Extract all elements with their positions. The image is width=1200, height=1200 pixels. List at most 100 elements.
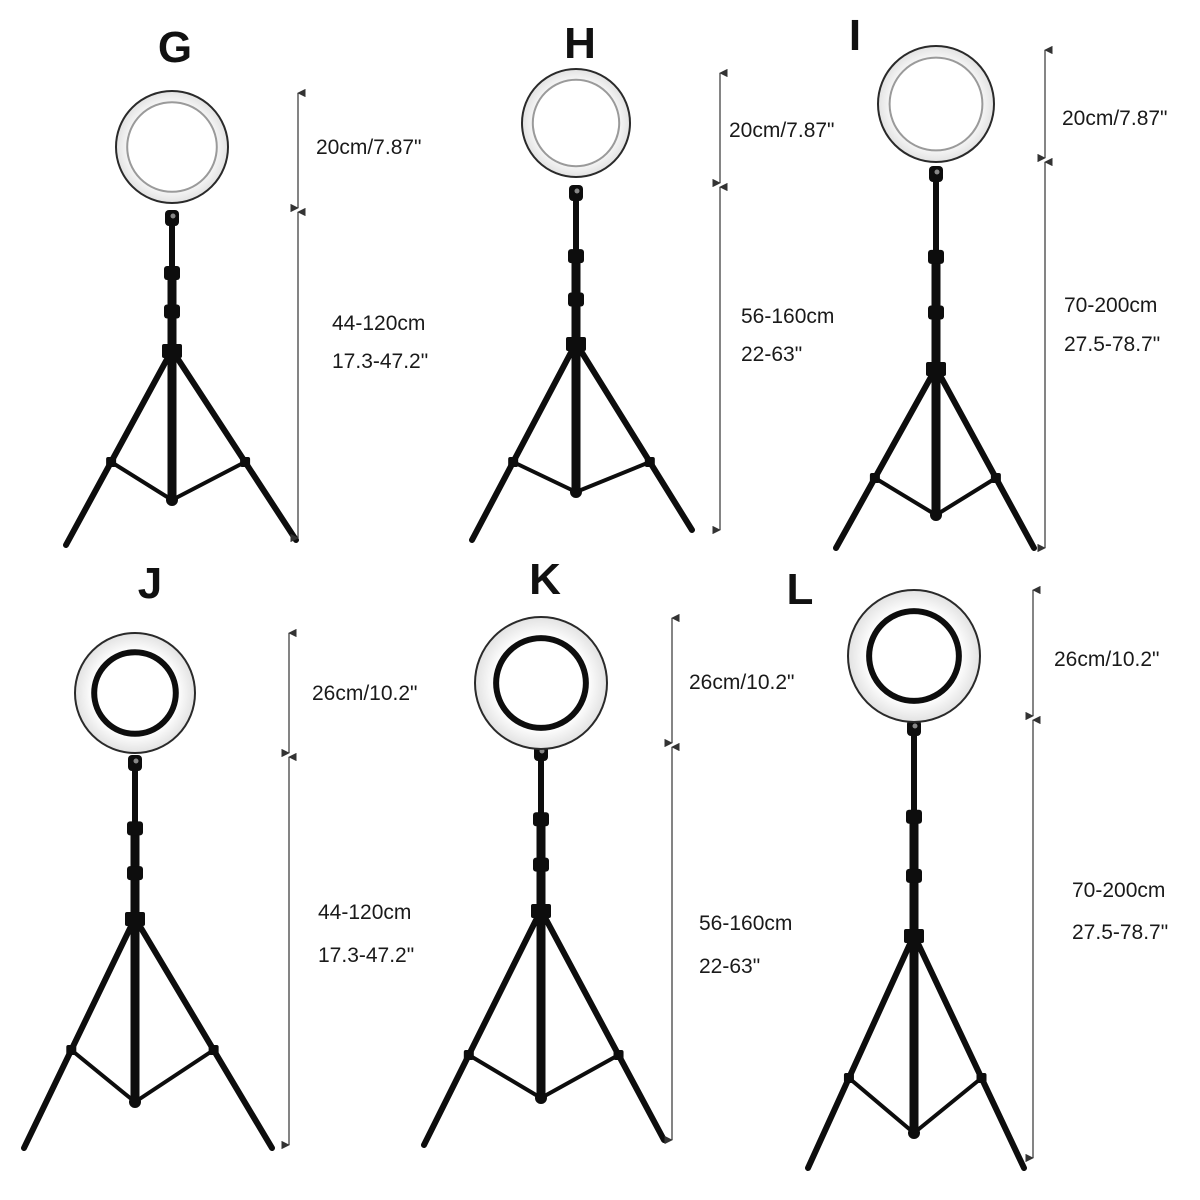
ball-head-screw [170, 213, 176, 219]
locking-knob [928, 305, 944, 320]
tripod-leg [933, 365, 1037, 551]
ring-light-stand [469, 68, 695, 543]
tripod-brace [872, 476, 938, 517]
brace-joint [240, 457, 251, 467]
tripod-collar [566, 337, 586, 351]
variant-label: I [849, 11, 861, 60]
height-label-cm: 44-120cm [332, 312, 425, 335]
brace-joint [990, 473, 1001, 483]
height-label-cm: 70-200cm [1072, 879, 1165, 902]
tripod-brace [934, 476, 998, 517]
tripod-leg [573, 340, 695, 533]
locking-knob [127, 821, 143, 836]
ring-light [115, 90, 229, 204]
tripod-leg [911, 932, 1027, 1171]
ball-head-screw [133, 758, 139, 764]
tripod-brace [574, 460, 652, 494]
ring-size-label: 20cm/7.87" [1062, 107, 1168, 130]
ring-size-label: 26cm/10.2" [1054, 648, 1160, 671]
height-label-inch: 22-63" [741, 343, 802, 366]
ring-light [877, 45, 995, 163]
ring-light [74, 632, 196, 754]
ring-size-label: 20cm/7.87" [316, 136, 422, 159]
ring-inner-edge [126, 101, 218, 193]
height-label-inch: 22-63" [699, 955, 760, 978]
variant-label: J [138, 559, 162, 608]
tripod-brace [912, 1076, 984, 1135]
locking-knob [568, 249, 584, 264]
brace-joint [843, 1073, 854, 1083]
tripod-collar [162, 344, 182, 358]
brace-joint [869, 473, 880, 483]
ring-inner-edge [91, 649, 179, 737]
brace-joint [508, 457, 519, 467]
ring-inner-edge [866, 608, 962, 704]
tripod-collar [531, 904, 551, 918]
tripod-leg [469, 340, 579, 543]
locking-knob [533, 857, 549, 872]
product-panel-g: G 20cm/7.87" 44-120cm 17.3-47.2" [63, 23, 428, 548]
locking-knob [906, 868, 922, 883]
height-label-inch: 27.5-78.7" [1064, 333, 1160, 356]
brace-joint [66, 1045, 77, 1055]
tripod-leg [132, 915, 275, 1151]
ring-light-stand [833, 45, 1037, 551]
ring-inner-edge [531, 78, 621, 168]
brace-joint [644, 457, 655, 467]
locking-knob [127, 866, 143, 881]
ring-light-stand [21, 632, 275, 1151]
height-label-cm: 44-120cm [318, 901, 411, 924]
brace-joint [463, 1050, 474, 1060]
product-panel-j: J 26cm/10.2" 44-120cm 17.3-47.2" [21, 559, 418, 1151]
tripod-brace [69, 1048, 137, 1104]
height-label-cm: 56-160cm [699, 912, 792, 935]
ring-size-label: 20cm/7.87" [729, 119, 835, 142]
locking-knob [568, 292, 584, 307]
variant-label: H [564, 19, 596, 68]
tripod-collar [926, 362, 946, 376]
tripod-leg [421, 907, 544, 1148]
tripod-brace [539, 1053, 621, 1100]
locking-knob [533, 812, 549, 827]
ring-inner-edge [493, 635, 589, 731]
locking-knob [164, 304, 180, 319]
height-label-inch: 17.3-47.2" [332, 350, 428, 373]
product-panel-h: H 20cm/7.87" 56-160cm 22-63" [469, 19, 835, 543]
ring-inner-edge [888, 56, 984, 152]
tripod-leg [21, 915, 138, 1151]
product-panel-i: I 20cm/7.87" 70-200cm 27.5-78.7" [833, 11, 1168, 553]
product-panel-l: L 26cm/10.2" 70-200cm 27.5-78.7" [787, 565, 1168, 1171]
ring-light-stand [805, 589, 1027, 1171]
tripod-brace [133, 1048, 216, 1104]
locking-knob [928, 249, 944, 264]
tripod-leg [169, 347, 299, 543]
height-label-inch: 27.5-78.7" [1072, 921, 1168, 944]
ball-head-screw [934, 169, 940, 175]
tripod-leg [833, 365, 939, 551]
height-label-inch: 17.3-47.2" [318, 944, 414, 967]
height-label-cm: 70-200cm [1064, 294, 1157, 317]
tripod-leg [538, 907, 667, 1143]
variant-label: L [787, 565, 814, 614]
ball-head-screw [574, 188, 580, 194]
brace-joint [106, 457, 117, 467]
ring-size-label: 26cm/10.2" [312, 682, 418, 705]
tripod-leg [63, 347, 175, 548]
ring-light-stand [421, 616, 667, 1148]
tripod-leg [805, 932, 917, 1171]
ring-light-stand [63, 90, 299, 548]
locking-knob [906, 809, 922, 824]
height-label-cm: 56-160cm [741, 305, 834, 328]
ring-light [847, 589, 981, 723]
brace-joint [613, 1050, 624, 1060]
ring-light [521, 68, 631, 178]
tripod-collar [904, 929, 924, 943]
ball-head-screw [912, 723, 918, 729]
variant-label: G [158, 23, 192, 72]
variant-label: K [529, 555, 561, 604]
tripod-brace [846, 1076, 916, 1135]
locking-knob [164, 266, 180, 280]
ring-light [474, 616, 608, 750]
